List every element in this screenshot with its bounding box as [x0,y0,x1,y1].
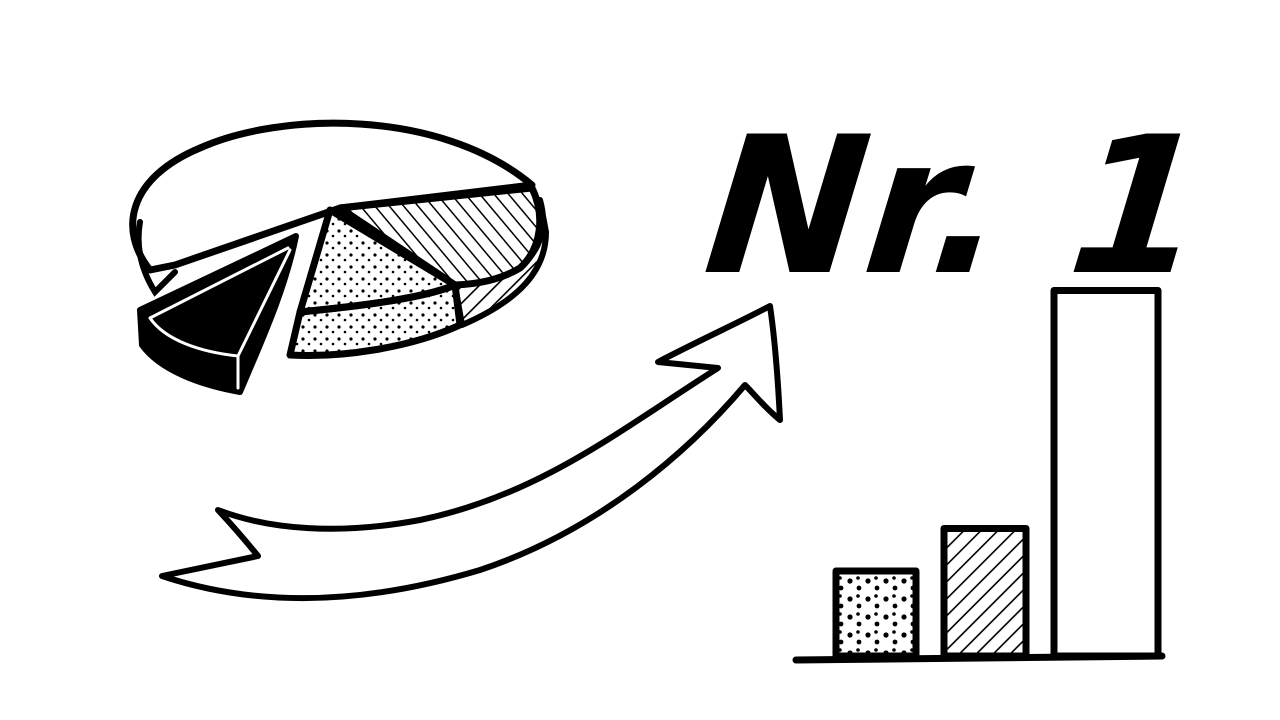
pie-slice-blank [129,119,536,274]
pie-chart-icon [129,119,549,395]
bar-chart-icon [792,287,1166,664]
rising-arrow-icon [159,303,783,602]
bar-3 [1050,287,1162,660]
bar-1 [832,567,920,660]
headline-text: Nr. 1 [697,95,1216,316]
bar-2 [940,525,1030,660]
pie-slice-black [137,233,299,395]
